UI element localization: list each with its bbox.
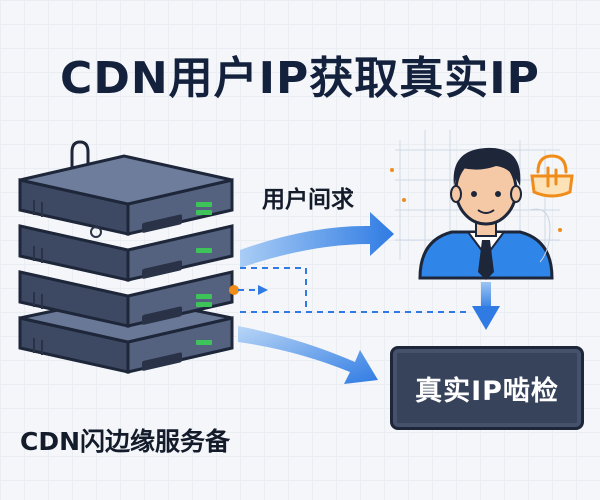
connector-dot [229, 285, 239, 295]
request-label: 用户间求 [262, 187, 354, 213]
page-title: CDN用户IP获取真实IP [60, 53, 540, 104]
lock-icon [530, 154, 574, 198]
user-avatar-icon [418, 147, 554, 280]
forward-arrow-icon [238, 326, 378, 384]
arrow-down-icon [472, 282, 500, 330]
detect-label: 真实IP啮检 [415, 375, 559, 407]
request-arrow-icon [240, 212, 394, 268]
real-ip-detect-box: 真实IP啮检 [390, 346, 584, 430]
cdn-edge-label: CDN闪边缘服务备 [20, 427, 231, 456]
server-rack-icon [18, 140, 234, 374]
